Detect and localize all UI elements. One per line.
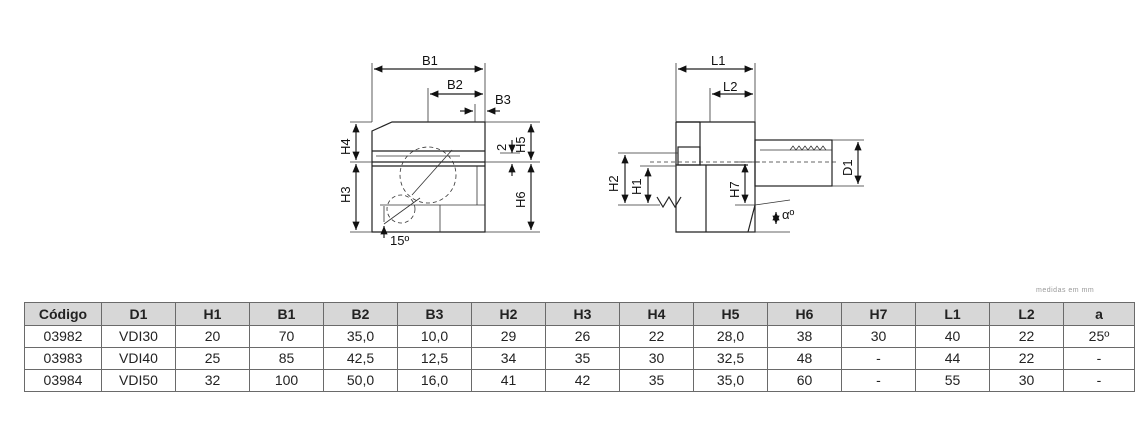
table-row: 03983 VDI40 25 85 42,5 12,5 34 35 30 32,… [24,347,1135,370]
table-cell: - [841,369,916,392]
header-b3: B3 [397,302,472,326]
label-b3: B3 [495,92,511,107]
table-cell: 20 [175,325,250,348]
table-cell: 35,0 [323,325,398,348]
header-h4: H4 [619,302,694,326]
table-cell: - [1063,369,1135,392]
table-cell: 41 [471,369,546,392]
header-b2: B2 [323,302,398,326]
table-cell: 28,0 [693,325,768,348]
label-h3: H3 [338,186,353,203]
label-l2: L2 [723,79,737,94]
label-h6: H6 [513,191,528,208]
table-cell: 32,5 [693,347,768,370]
table-header-row: Código D1 H1 B1 B2 B3 H2 H3 H4 H5 H6 H7 … [24,302,1135,326]
header-b1: B1 [249,302,324,326]
table-cell: 48 [767,347,842,370]
table-cell: 22 [989,325,1064,348]
label-h5: H5 [513,136,528,153]
table-cell: 70 [249,325,324,348]
table-cell: 38 [767,325,842,348]
header-h2: H2 [471,302,546,326]
table-cell: 42 [545,369,620,392]
table-cell: 16,0 [397,369,472,392]
header-l2: L2 [989,302,1064,326]
table-cell: 55 [915,369,990,392]
label-angle-15: 15º [390,233,409,248]
table-cell: 22 [619,325,694,348]
table-cell: 85 [249,347,324,370]
label-h2: H2 [606,175,621,192]
table-cell: - [841,347,916,370]
header-h3: H3 [545,302,620,326]
table-cell: 35 [545,347,620,370]
table-row: 03984 VDI50 32 100 50,0 16,0 41 42 35 35… [24,369,1135,392]
header-codigo: Código [24,302,102,326]
table-cell: 100 [249,369,324,392]
label-d1: D1 [840,159,855,176]
label-2: 2 [494,144,509,151]
units-note: medidas em mm [1036,287,1095,294]
table-cell: 40 [915,325,990,348]
table-cell: 12,5 [397,347,472,370]
front-view [350,63,540,238]
header-a: a [1063,302,1135,326]
header-d1: D1 [101,302,176,326]
table-cell: VDI30 [101,325,176,348]
spec-table: Código D1 H1 B1 B2 B3 H2 H3 H4 H5 H6 H7 … [24,302,1135,392]
table-cell: 32 [175,369,250,392]
label-h7: H7 [727,181,742,198]
header-l1: L1 [915,302,990,326]
table-cell: 30 [841,325,916,348]
side-view [618,63,864,233]
table-cell: 29 [471,325,546,348]
table-cell: 34 [471,347,546,370]
table-cell: 22 [989,347,1064,370]
table-cell: 42,5 [323,347,398,370]
label-h1: H1 [629,178,644,195]
label-l1: L1 [711,53,725,68]
table-cell: 25 [175,347,250,370]
table-cell: 03982 [24,325,102,348]
table-cell: 30 [619,347,694,370]
table-cell: 35 [619,369,694,392]
table-row: 03982 VDI30 20 70 35,0 10,0 29 26 22 28,… [24,325,1135,348]
table-cell: 30 [989,369,1064,392]
label-h4: H4 [338,138,353,155]
table-cell: VDI40 [101,347,176,370]
header-h7: H7 [841,302,916,326]
table-cell: 10,0 [397,325,472,348]
table-cell: 50,0 [323,369,398,392]
header-h5: H5 [693,302,768,326]
table-cell: 03984 [24,369,102,392]
table-cell: - [1063,347,1135,370]
table-cell: 60 [767,369,842,392]
table-cell: 26 [545,325,620,348]
header-h1: H1 [175,302,250,326]
header-h6: H6 [767,302,842,326]
table-cell: 25º [1063,325,1135,348]
table-cell: VDI50 [101,369,176,392]
technical-drawing: B1 B2 B3 H4 H3 H5 2 H6 15º [338,53,864,248]
label-alpha: αº [782,207,795,222]
label-b2: B2 [447,77,463,92]
table-cell: 35,0 [693,369,768,392]
label-b1: B1 [422,53,438,68]
table-cell: 03983 [24,347,102,370]
table-cell: 44 [915,347,990,370]
